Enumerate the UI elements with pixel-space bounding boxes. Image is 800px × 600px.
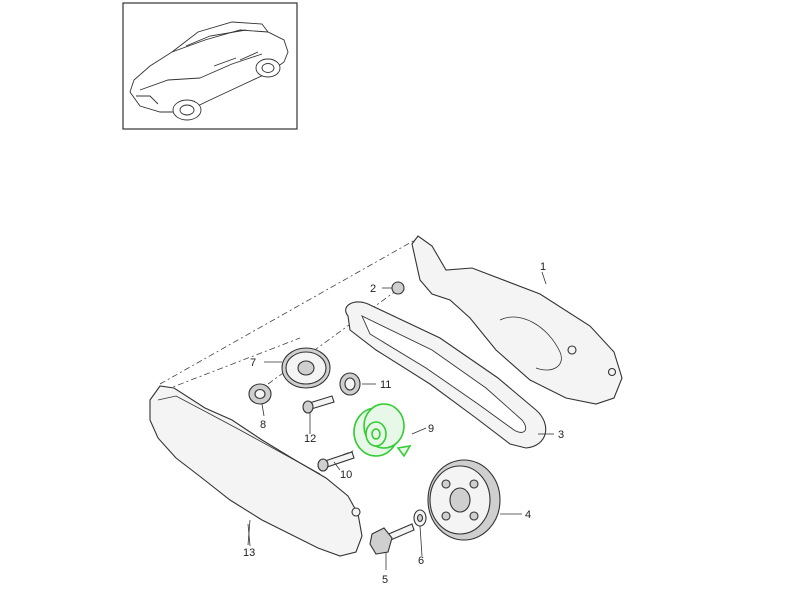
callout-7[interactable]: 7 [250,357,256,369]
part-8-nut[interactable] [248,383,272,405]
callout-6[interactable]: 6 [418,555,424,567]
part-1-upper-cover[interactable] [411,235,623,405]
part-9-tensioner-pulley[interactable] [353,403,412,458]
callout-labels: 1 2 3 4 5 6 7 8 9 10 11 12 13 [243,261,564,586]
callout-9[interactable]: 9 [428,423,434,435]
part-2-bolt[interactable] [391,281,405,295]
callout-11[interactable]: 11 [380,379,391,391]
part-10-bolt[interactable] [317,451,355,472]
callout-12[interactable]: 12 [304,433,316,445]
callout-5[interactable]: 5 [382,574,388,586]
callout-2[interactable]: 2 [370,283,376,295]
callout-13[interactable]: 13 [243,547,255,559]
callout-10[interactable]: 10 [340,469,352,481]
callout-1[interactable]: 1 [540,261,546,273]
callout-leaders [247,271,554,570]
callout-4[interactable]: 4 [525,509,531,521]
part-4-camshaft-gear[interactable] [427,459,501,541]
part-12-bolt[interactable] [302,395,335,414]
vehicle-thumbnail[interactable] [122,2,298,130]
part-5-bolt[interactable] [369,523,415,555]
part-7-sprocket[interactable] [281,347,331,389]
callout-8[interactable]: 8 [260,419,266,431]
part-11-sleeve[interactable] [339,372,361,396]
part-13-lower-cover[interactable] [149,385,363,557]
suv-illustration [129,21,289,121]
part-6-washer[interactable] [413,509,427,527]
part-3-belt[interactable] [345,301,547,449]
callout-3[interactable]: 3 [558,429,564,441]
